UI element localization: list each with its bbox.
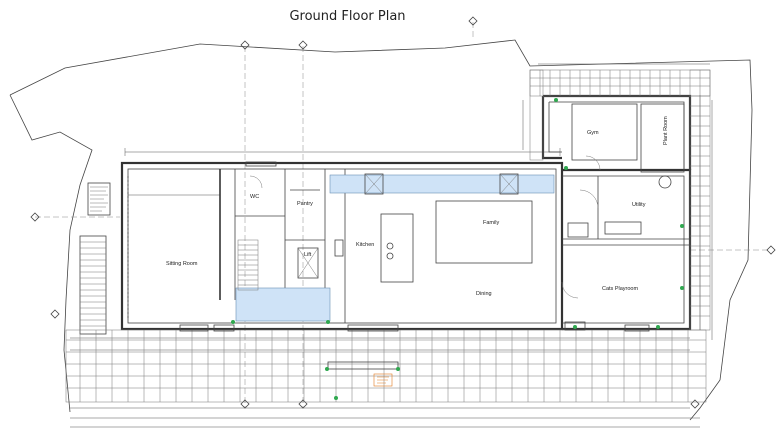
site-markers [231, 98, 684, 400]
room-label-pantry: Pantry [297, 201, 313, 207]
room-label-sitting: Sitting Room [166, 261, 198, 267]
site-boundary [9, 39, 753, 421]
site-boundary-left [9, 94, 93, 413]
room-label-plant: Plant Room [663, 116, 669, 145]
door-swings [249, 155, 672, 299]
room-label-utility: Utility [632, 202, 646, 208]
room-label-kitchen: Kitchen [356, 242, 374, 248]
room-label-gym: Gym [587, 130, 599, 136]
room-label-lift: Lift [304, 252, 312, 258]
room-label-dining: Dining [476, 291, 492, 297]
reference-markers [30, 16, 776, 409]
kitchen-furniture [334, 200, 533, 283]
south-terrace [65, 329, 707, 403]
glazed-void [235, 239, 331, 322]
external-steps [79, 235, 107, 335]
room-label-play: Cats Playroom [602, 286, 638, 292]
dimension-lines [70, 63, 713, 428]
orange-annotation [373, 373, 393, 387]
roof-light [329, 173, 555, 195]
windows [127, 161, 650, 332]
plan-title: Ground Floor Plan [289, 9, 406, 24]
terrace-paving [529, 69, 711, 331]
interior-partitions [219, 169, 346, 323]
room-label-family: Family [483, 220, 499, 226]
notes-box [87, 182, 111, 216]
room-label-wc: WC [250, 194, 259, 200]
